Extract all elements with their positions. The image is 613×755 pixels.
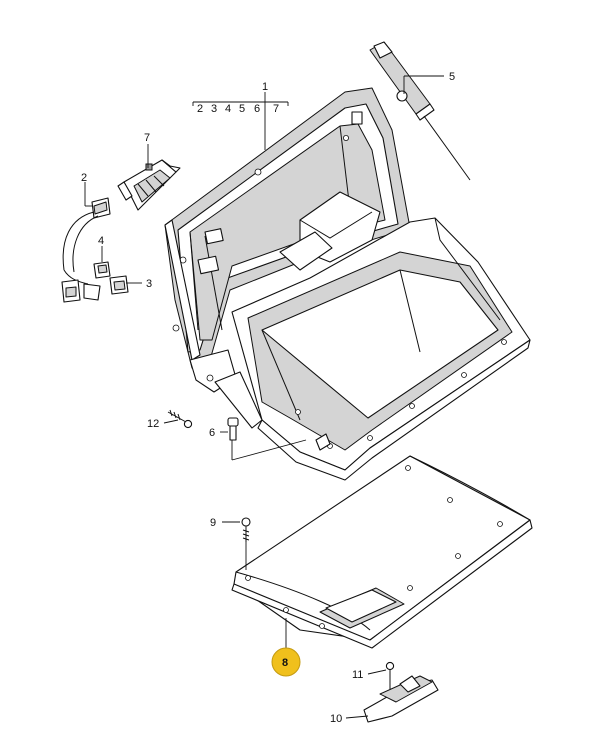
callout-group-1-member-7: 7 (273, 103, 279, 115)
screw-12[interactable] (167, 409, 193, 429)
highlight-marker-8[interactable] (271, 647, 301, 677)
callout-1[interactable]: 1 (262, 81, 268, 93)
callout-group-1-member-2: 2 (197, 103, 203, 115)
callout-6[interactable]: 6 (209, 427, 215, 439)
handle-10[interactable] (363, 675, 439, 723)
callout-12[interactable]: 12 (147, 418, 159, 430)
callout-5[interactable]: 5 (449, 71, 455, 83)
leader-lines (84, 75, 444, 719)
callout-3[interactable]: 3 (146, 278, 152, 290)
screw-9[interactable] (241, 517, 251, 542)
callout-2[interactable]: 2 (81, 172, 87, 184)
glovebox-lid[interactable] (231, 455, 533, 649)
wiring-harness[interactable] (61, 197, 111, 303)
retaining-clip-4[interactable] (93, 261, 111, 279)
callout-9[interactable]: 9 (210, 517, 216, 529)
switch-3[interactable] (109, 275, 129, 295)
glovebox-housing[interactable] (164, 87, 531, 481)
callout-11[interactable]: 11 (352, 669, 363, 681)
glovebox-lamp[interactable] (117, 159, 181, 211)
callout-group-1-member-3: 3 (211, 103, 217, 115)
callout-4[interactable]: 4 (98, 235, 104, 247)
callout-group-1-member-5: 5 (239, 103, 245, 115)
callout-group-1-member-4: 4 (225, 103, 231, 115)
callout-labels: 1 2 3 4 5 6 7 5 7 2 4 3 12 6 9 8 11 10 (81, 71, 455, 725)
pin-6[interactable] (227, 417, 239, 441)
callout-group-1-member-6: 6 (254, 103, 260, 115)
damper-strut[interactable] (369, 41, 471, 181)
screw-11[interactable] (385, 661, 395, 690)
callout-10[interactable]: 10 (330, 713, 342, 725)
callout-7[interactable]: 7 (144, 132, 150, 144)
callout-8[interactable]: 8 (282, 657, 288, 669)
